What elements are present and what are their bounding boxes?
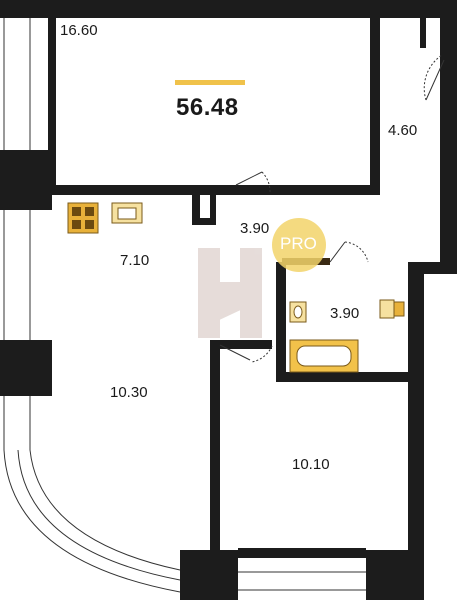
wall-top: [0, 0, 457, 18]
sink-icon: [111, 202, 143, 224]
pillar-left-2: [0, 340, 52, 396]
windows: [3, 18, 366, 593]
total-area: 56.48: [176, 94, 239, 121]
room-area-hall: 3.90: [240, 220, 270, 237]
stove-icon: [67, 202, 99, 234]
room-area-bedroom-right: 10.10: [292, 456, 330, 473]
watermark-logo: [198, 248, 262, 338]
wall-bath-left: [276, 262, 286, 382]
wall-duct-left: [192, 195, 200, 225]
room-area-bedroom-left: 10.30: [110, 384, 148, 401]
wall-living-right: [370, 18, 380, 193]
wall-bottom-between: [238, 548, 366, 558]
room-area-bathroom: 3.90: [330, 305, 360, 322]
wall-right-lower: [408, 262, 424, 600]
room-area-wardrobe: 4.60: [388, 122, 418, 139]
bathtub-icon: [289, 339, 359, 373]
room-area-kitchen: 7.10: [120, 252, 150, 269]
pillar-bottom-1: [180, 550, 238, 600]
washbasin-icon: [289, 301, 307, 323]
wall-corridor: [210, 340, 272, 349]
wall-duct-bottom: [192, 218, 216, 225]
wall-living-left: [48, 18, 56, 188]
total-area-accent: [175, 80, 245, 85]
pro-badge-text: PRO: [280, 234, 317, 253]
wall-bedroom-divider: [210, 340, 220, 560]
pro-badge: [272, 218, 326, 272]
wall-right-upper: [440, 0, 457, 270]
toilet-icon: [379, 299, 405, 319]
pillar-left-1: [0, 150, 52, 210]
wall-bath-bottom: [276, 372, 416, 382]
wall-door-top: [420, 18, 426, 48]
wall-duct-right: [210, 195, 216, 225]
room-area-living: 16.60: [60, 22, 98, 39]
wall-living-bottom: [48, 185, 380, 195]
pillar-bottom-2: [366, 550, 424, 600]
doors: [219, 54, 445, 363]
